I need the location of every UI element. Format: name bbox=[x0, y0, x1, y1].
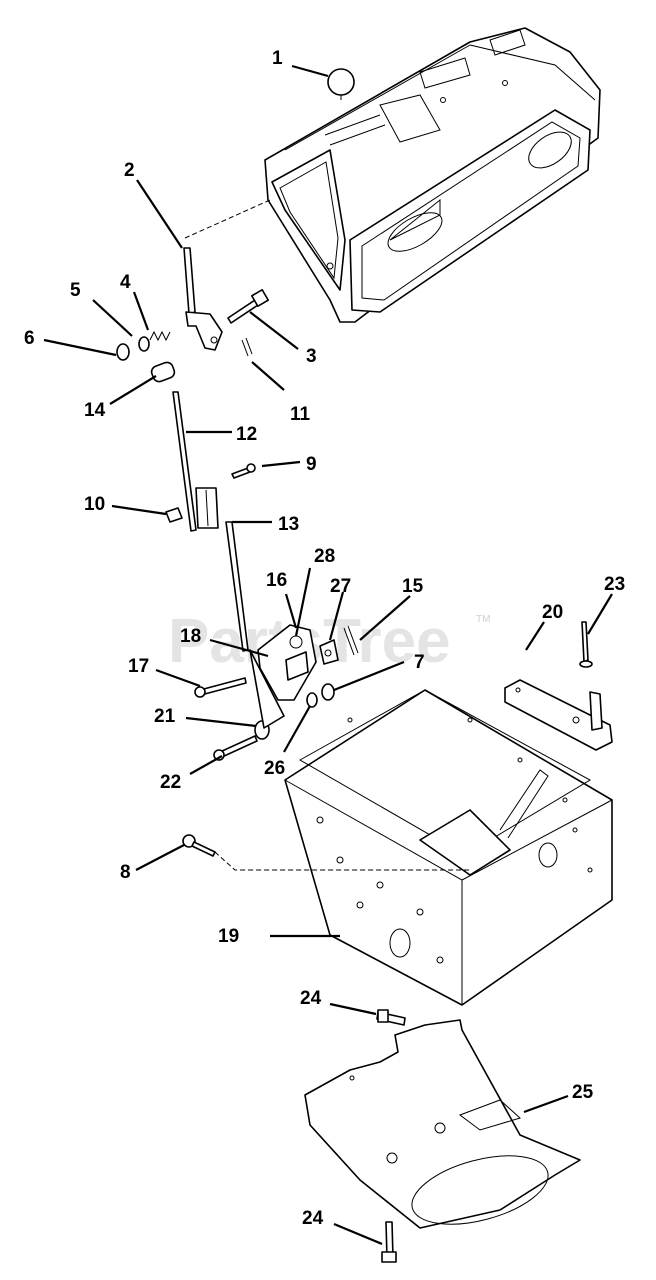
callout-15: 15 bbox=[402, 576, 424, 597]
part-25-belt-cover bbox=[304, 1019, 581, 1229]
callout-28: 28 bbox=[314, 546, 335, 567]
part-24-bolt-upper bbox=[376, 1009, 406, 1026]
callout-13: 13 bbox=[278, 514, 299, 535]
shift-linkage-plate bbox=[257, 624, 339, 701]
part-12-shift-rod bbox=[172, 391, 197, 532]
callout-11: 11 bbox=[290, 404, 311, 425]
callout-24-upper: 24 bbox=[300, 988, 322, 1009]
callout-26: 26 bbox=[264, 758, 285, 779]
callout-8: 8 bbox=[120, 862, 131, 883]
leader-lines bbox=[43, 64, 613, 1246]
callout-3: 3 bbox=[306, 346, 317, 367]
callout-1: 1 bbox=[272, 48, 283, 69]
part-1-knob bbox=[327, 68, 355, 100]
callout-4: 4 bbox=[120, 272, 131, 293]
hidden-line-lever bbox=[184, 199, 271, 239]
part-4-spring bbox=[149, 330, 171, 342]
callout-12: 12 bbox=[236, 424, 257, 445]
part-17-bolt bbox=[194, 677, 247, 698]
part-15-spring-pin bbox=[343, 625, 359, 656]
callout-20: 20 bbox=[542, 602, 563, 623]
callout-14: 14 bbox=[84, 400, 106, 421]
part-8-screw bbox=[182, 834, 216, 857]
callout-18: 18 bbox=[180, 626, 201, 647]
part-20-shift-plate bbox=[504, 679, 613, 751]
callout-7: 7 bbox=[414, 652, 425, 673]
callout-27: 27 bbox=[330, 576, 351, 597]
part-23-pin bbox=[579, 621, 593, 668]
hidden-line-screw bbox=[214, 851, 470, 871]
part-19-frame bbox=[284, 689, 613, 1006]
callout-2: 2 bbox=[124, 160, 135, 181]
linkage-arm bbox=[249, 649, 285, 729]
callout-25: 25 bbox=[572, 1082, 594, 1103]
watermark-trademark: TM bbox=[476, 614, 490, 625]
callout-24-lower: 24 bbox=[302, 1208, 324, 1229]
callout-21: 21 bbox=[154, 706, 176, 727]
part-6-nut bbox=[116, 343, 130, 361]
part-24-bolt-lower bbox=[381, 1221, 397, 1263]
dash-panel-housing bbox=[264, 27, 601, 323]
callout-23: 23 bbox=[604, 574, 625, 595]
callout-22: 22 bbox=[160, 772, 181, 793]
callout-17: 17 bbox=[128, 656, 149, 677]
part-26-bushing bbox=[306, 692, 318, 708]
part-10-clip bbox=[165, 507, 183, 523]
callout-labels: 1 2 3 4 5 6 7 8 9 10 11 12 13 14 15 16 1… bbox=[24, 48, 625, 1229]
part-5-washer bbox=[138, 336, 150, 352]
callout-6: 6 bbox=[24, 328, 35, 349]
callout-10: 10 bbox=[84, 494, 105, 515]
part-2-shift-lever bbox=[183, 247, 223, 351]
callout-9: 9 bbox=[306, 454, 317, 475]
part-11-pin bbox=[241, 337, 253, 357]
part-3-bolt bbox=[227, 289, 269, 324]
part-9-screw bbox=[231, 463, 256, 479]
callout-19: 19 bbox=[218, 926, 239, 947]
callout-16: 16 bbox=[266, 570, 287, 591]
part-14-bushing bbox=[150, 361, 176, 383]
part-7-washer bbox=[321, 683, 335, 701]
callout-5: 5 bbox=[70, 280, 81, 301]
